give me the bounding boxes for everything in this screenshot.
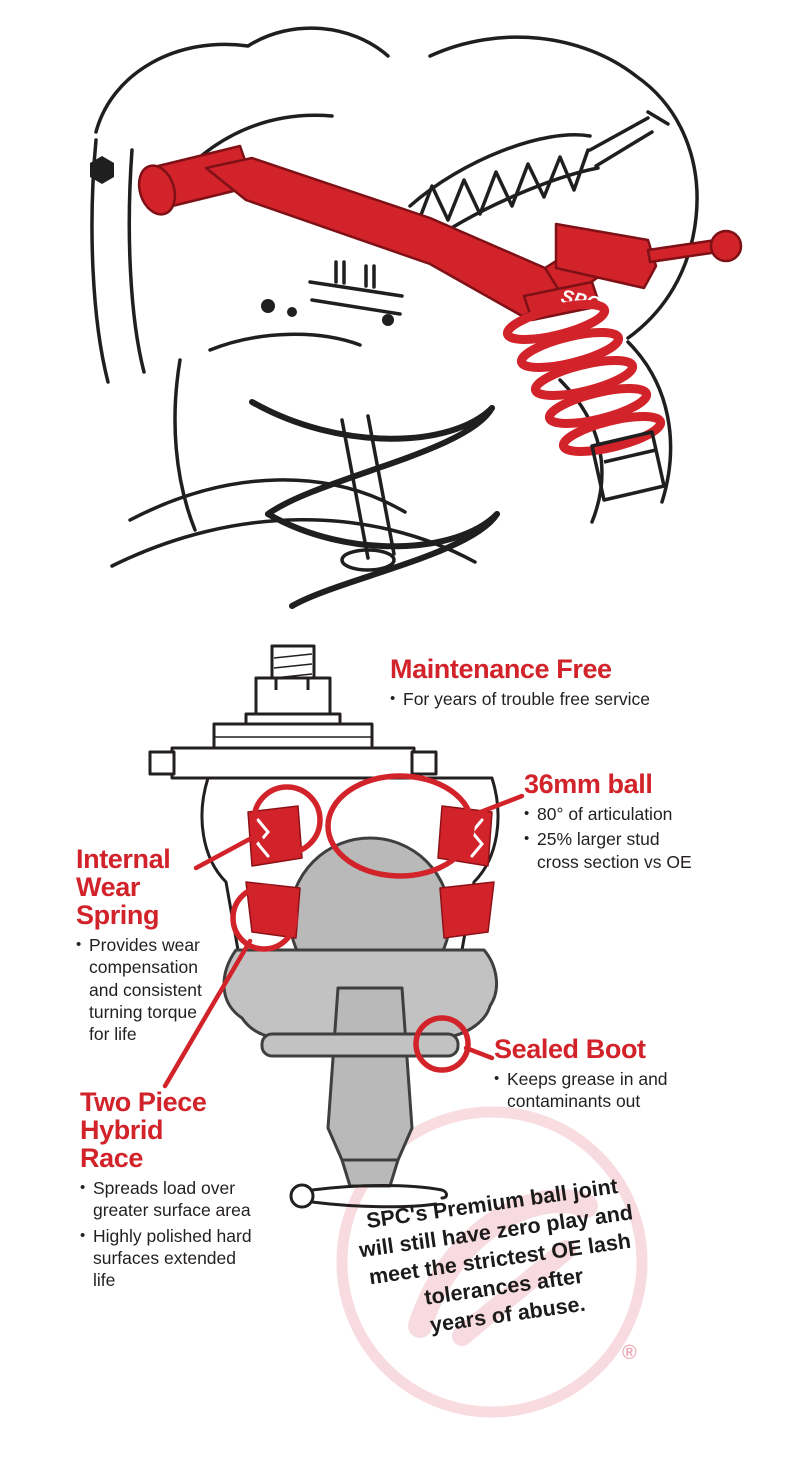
callout-title-maintenance-free: Maintenance Free: [390, 654, 612, 684]
callout-title-internal-wear-spring: Internal Wear Spring: [76, 844, 171, 931]
callout-sealed-boot: Sealed Boot Keeps grease in and contamin…: [494, 1035, 704, 1113]
callout-36mm-ball: 36mm ball 80° of articulation 25% larger…: [524, 770, 724, 873]
spc-watermark: [336, 1106, 648, 1418]
wear-spring-coil: [256, 818, 484, 858]
leader-internal-wear-spring: [193, 831, 262, 871]
leader-sealed-boot: [463, 1045, 495, 1061]
coilover-spring: [502, 300, 666, 456]
highlight-hybrid-race: [230, 884, 298, 952]
callout-bullet: 80° of articulation: [524, 803, 706, 825]
callout-maintenance-free: Maintenance Free For years of trouble fr…: [390, 655, 730, 710]
bolt-details: [90, 156, 394, 326]
callout-bullets: 80° of articulation 25% larger stud cros…: [524, 803, 724, 873]
suspension-line-art-svg: SPC: [90, 26, 743, 609]
leader-36mm-ball: [457, 793, 525, 823]
callout-bullet: Spreads load over greater surface area: [80, 1177, 256, 1221]
ball-joint-cutaway-svg: [148, 644, 648, 1418]
callout-bullets: Keeps grease in and contaminants out: [494, 1068, 704, 1112]
highlight-internal-wear-spring: [251, 784, 323, 856]
highlight-36mm-ball: [325, 773, 475, 879]
callout-bullets: For years of trouble free service: [390, 688, 730, 710]
callout-bullets: Provides wear compensation and consisten…: [76, 934, 228, 1045]
registered-trademark-symbol: ®: [622, 1342, 637, 1364]
callout-bullet: For years of trouble free service: [390, 688, 730, 710]
callout-internal-wear-spring: Internal Wear Spring Provides wear compe…: [76, 845, 228, 1045]
callout-bullet: 25% larger stud cross section vs OE: [524, 828, 706, 872]
callout-title-two-piece-hybrid-race: Two Piece Hybrid Race: [80, 1087, 207, 1174]
callout-title-sealed-boot: Sealed Boot: [494, 1034, 646, 1064]
callout-bullet: Keeps grease in and contaminants out: [494, 1068, 680, 1112]
upper-control-arm: SPC: [137, 144, 743, 322]
chassis-line-art: [90, 26, 699, 572]
suspension-illustration: SPC: [0, 0, 800, 620]
highlight-sealed-boot: [413, 1015, 471, 1073]
shock-body: [590, 430, 666, 502]
callout-title-36mm-ball: 36mm ball: [524, 769, 653, 799]
callout-bullet: Provides wear compensation and consisten…: [76, 934, 218, 1045]
callout-bullet: Highly polished hard surfaces extended l…: [80, 1225, 256, 1292]
callout-two-piece-hybrid-race: Two Piece Hybrid Race Spreads load over …: [80, 1088, 260, 1291]
stud-clamp-outline: [148, 644, 438, 780]
cotter-pin: [289, 1183, 448, 1209]
coil-spring: [249, 399, 500, 609]
ball-joint-diagram: Maintenance Free For years of trouble fr…: [0, 620, 800, 1464]
highlight-circles: [230, 773, 475, 1073]
ball-stud: [326, 986, 414, 1188]
callout-bullets: Spreads load over greater surface area H…: [80, 1177, 260, 1291]
boot-ring: [260, 1032, 460, 1058]
